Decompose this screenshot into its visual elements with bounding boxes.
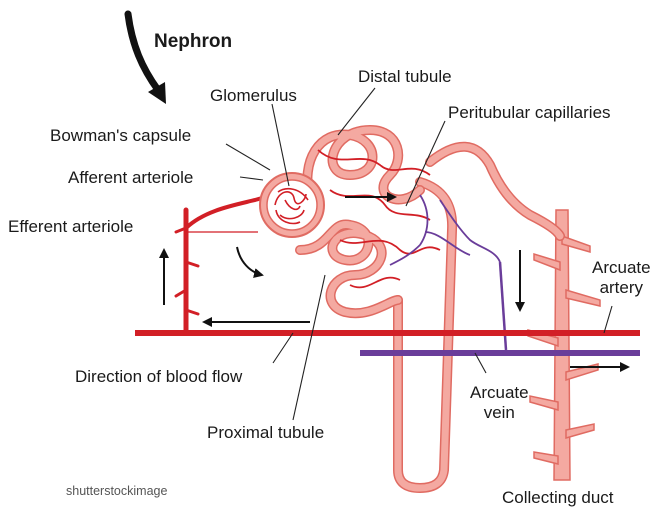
label-arcuate-artery: Arcuate artery: [592, 258, 651, 297]
watermark: shutterstockimage: [66, 484, 167, 498]
label-peritubular-capillaries: Peritubular capillaries: [448, 103, 611, 123]
bowmans-capsule: [260, 173, 324, 237]
diagram-title: Nephron: [154, 31, 232, 53]
label-arcuate-artery-line2: artery: [592, 278, 651, 298]
label-glomerulus: Glomerulus: [210, 86, 297, 106]
collecting-duct: [528, 210, 600, 480]
label-arcuate-artery-line1: Arcuate: [592, 258, 651, 278]
peritubular-capillaries: [318, 150, 506, 350]
label-direction-of-blood-flow: Direction of blood flow: [75, 367, 242, 387]
label-proximal-tubule: Proximal tubule: [207, 423, 324, 443]
label-afferent-arteriole: Afferent arteriole: [68, 168, 193, 188]
label-arcuate-vein-line2: vein: [470, 403, 529, 423]
label-efferent-arteriole: Efferent arteriole: [8, 217, 133, 237]
label-arcuate-vein: Arcuate vein: [470, 383, 529, 422]
label-collecting-duct: Collecting duct: [502, 488, 614, 508]
label-arcuate-vein-line1: Arcuate: [470, 383, 529, 403]
label-bowmans-capsule: Bowman's capsule: [50, 126, 191, 146]
label-distal-tubule: Distal tubule: [358, 67, 452, 87]
